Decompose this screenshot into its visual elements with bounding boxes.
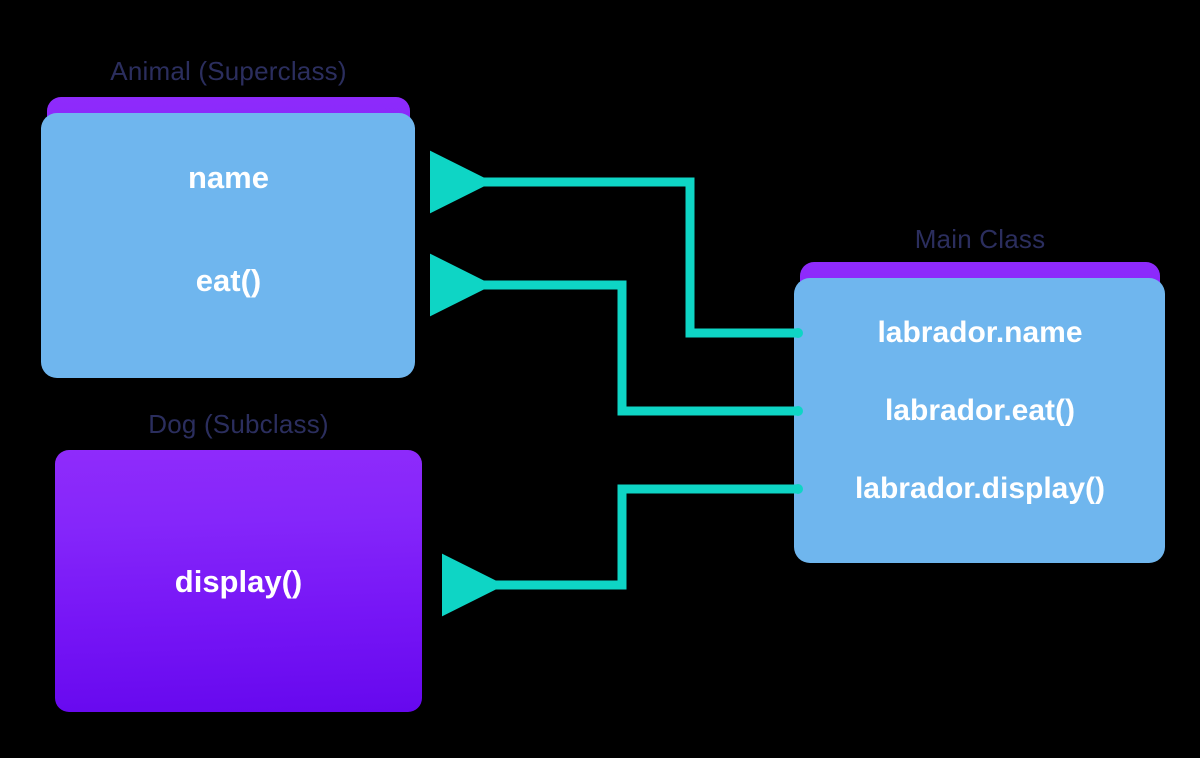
- animal-member-eat: eat(): [195, 263, 262, 298]
- animal-box-title: Animal (Superclass): [110, 56, 347, 86]
- main-member-labrador-display: labrador.display(): [854, 472, 1106, 505]
- main-class-box[interactable]: labrador.name labrador.eat() labrador.di…: [794, 262, 1165, 563]
- dog-class-box[interactable]: display(): [55, 450, 422, 712]
- animal-member-name: name: [188, 160, 269, 195]
- connector-labrador-display: [441, 484, 803, 617]
- dog-box-title: Dog (Subclass): [148, 409, 329, 439]
- connector-labrador-eat: [429, 253, 803, 416]
- main-box-title: Main Class: [914, 224, 1046, 254]
- main-member-labrador-name: labrador.name: [877, 316, 1083, 349]
- animal-class-box[interactable]: name eat(): [41, 97, 415, 378]
- main-member-labrador-eat: labrador.eat(): [884, 394, 1076, 427]
- connector-labrador-name: [429, 150, 803, 338]
- dog-member-display: display(): [174, 564, 303, 599]
